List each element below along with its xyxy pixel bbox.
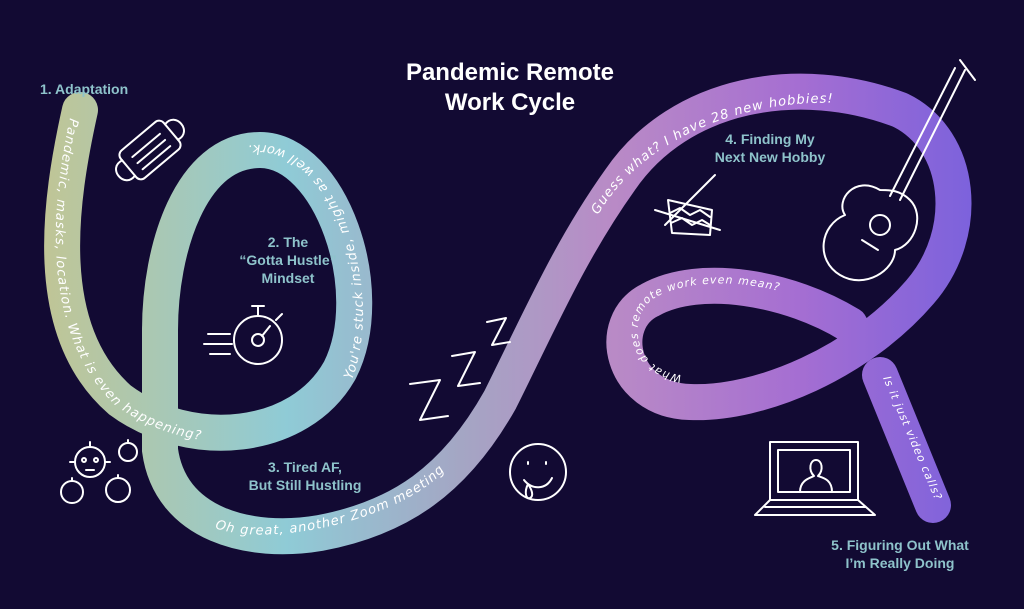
stage-2-line-3: Mindset [261, 270, 315, 286]
stage-4-line-2: Next New Hobby [714, 149, 826, 165]
tearful-smiley-icon [509, 443, 567, 501]
title-line-2: Work Cycle [444, 89, 576, 116]
face-mask-icon [115, 118, 185, 182]
guitar-icon [822, 59, 976, 282]
stage-1-label: 1. Adaptation [40, 81, 129, 97]
stage-2-line-2: “Gotta Hustle” [239, 252, 337, 268]
knitting-icon [654, 174, 721, 236]
laptop-video-call-icon [754, 441, 876, 516]
stage-2-line-1: 2. The [267, 234, 309, 250]
ribbon-path [44, 73, 972, 555]
stage-3-line-2: But Still Hustling [248, 477, 362, 493]
stage-3-label: 3. Tired AF, But Still Hustling [225, 458, 385, 494]
stage-3-line-1: 3. Tired AF, [268, 459, 342, 475]
page-title: Pandemic Remote Work Cycle [360, 58, 660, 118]
stage-4-line-1: 4. Finding My [725, 131, 815, 147]
virus-icon [60, 439, 138, 504]
stage-5-label: 5. Figuring Out What I’m Really Doing [810, 536, 990, 572]
stage-2-label: 2. The “Gotta Hustle” Mindset [218, 233, 358, 287]
stage-4-label: 4. Finding My Next New Hobby [690, 130, 850, 166]
stage-5-line-1: 5. Figuring Out What [831, 537, 969, 553]
sleep-zzz-icon [409, 317, 511, 421]
stage-5-line-2: I’m Really Doing [845, 555, 955, 571]
title-line-1: Pandemic Remote [405, 59, 615, 86]
stopwatch-icon [203, 305, 283, 365]
